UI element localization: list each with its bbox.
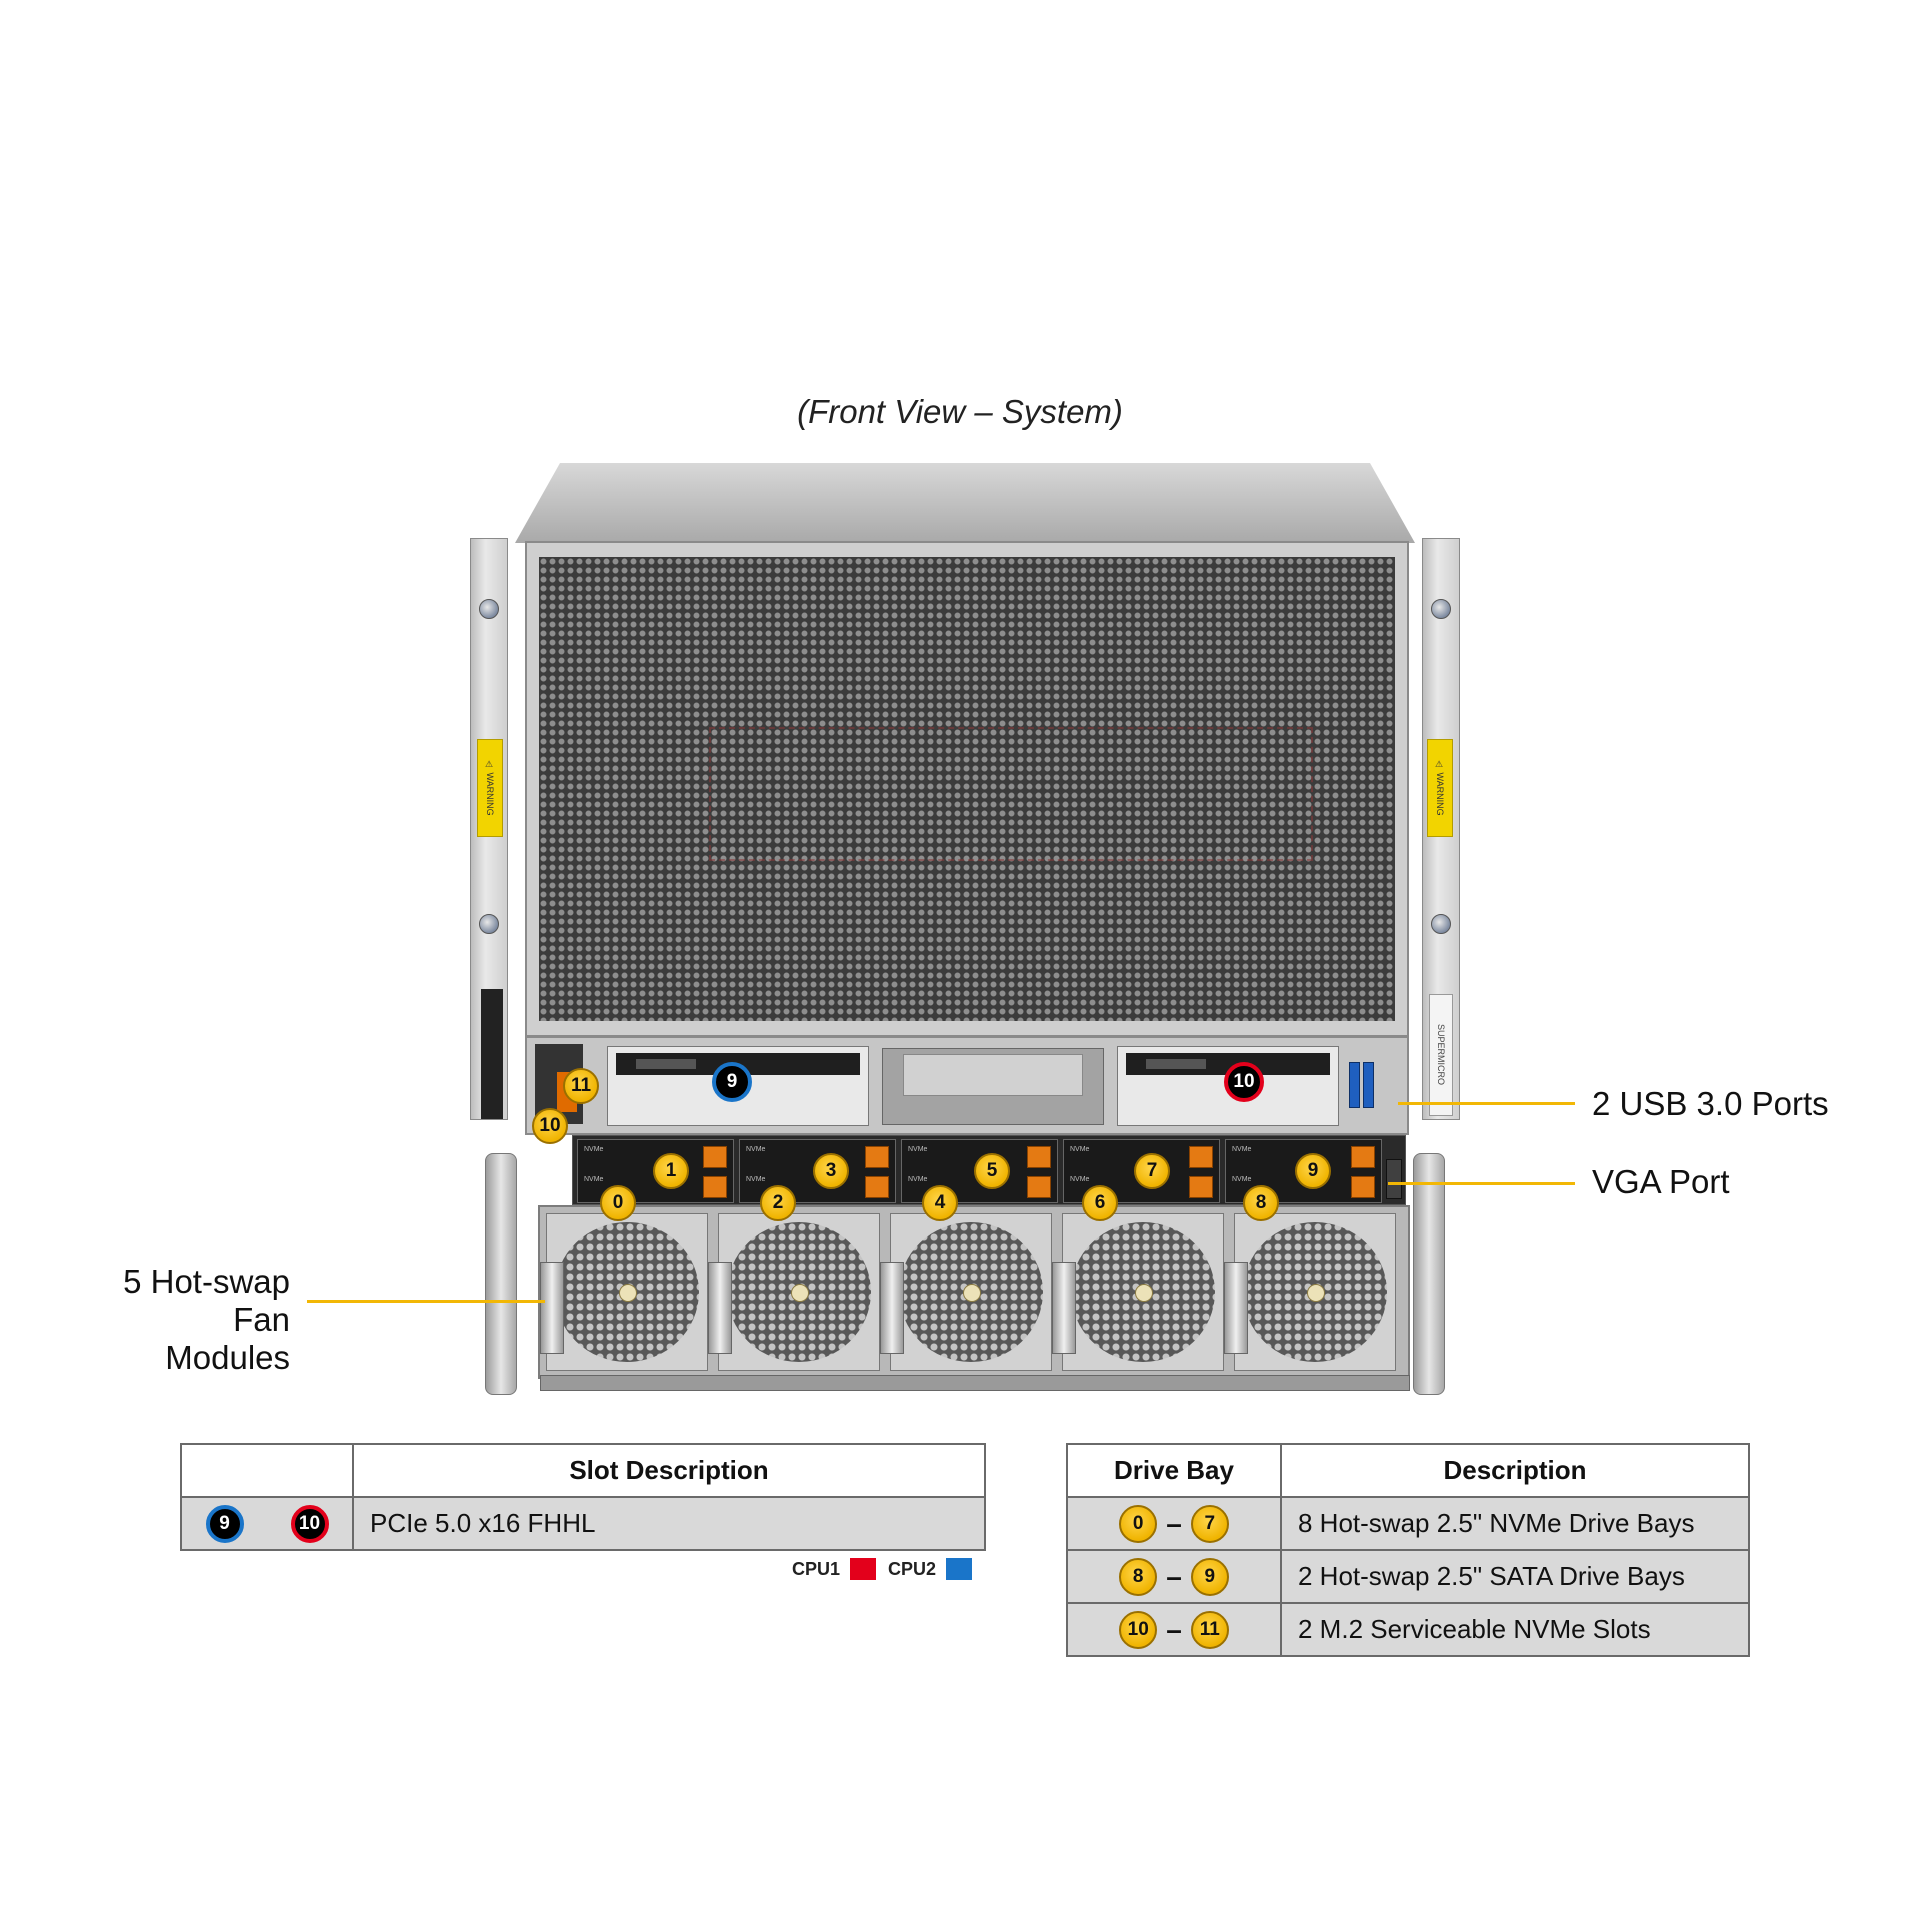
badge-slot-9: 9 (205, 1504, 244, 1543)
fan-handle (708, 1262, 732, 1354)
drive-bay-table: Drive Bay Description 0 – 7 8 Hot-swap 2… (1066, 1443, 1750, 1657)
badge-bay-to: 9 (1190, 1557, 1229, 1596)
table-row: 0 – 7 8 Hot-swap 2.5" NVMe Drive Bays (1066, 1496, 1750, 1551)
fan-callout-line (307, 1300, 545, 1303)
screw-icon (1431, 599, 1451, 619)
badge-pcie-9: 9 (712, 1062, 752, 1102)
badge-bay-to: 7 (1190, 1504, 1229, 1543)
left-handle (485, 1153, 517, 1395)
right-rack-ear: ⚠ WARNING SUPERMICRO (1422, 538, 1460, 1120)
vga-port (1386, 1159, 1402, 1199)
fan-handle (880, 1262, 904, 1354)
fan-module (890, 1213, 1052, 1371)
usb-ports (1345, 1060, 1379, 1108)
fan-handle (540, 1262, 564, 1354)
cpu-legend: CPU1 CPU2 (792, 1558, 973, 1580)
vga-callout-label: VGA Port (1592, 1163, 1730, 1200)
fan-callout-label: 5 Hot-swap Fan Modules (123, 1263, 290, 1376)
brand-label: SUPERMICRO (1429, 994, 1453, 1116)
fan-hub-icon (1135, 1284, 1153, 1302)
badge-m2-10: 10 (532, 1108, 568, 1144)
right-handle (1413, 1153, 1445, 1395)
slot-table-badge-header (180, 1443, 354, 1498)
fan-module-row (538, 1205, 1410, 1379)
drive-table-desc-header: Description (1280, 1443, 1750, 1498)
cpu1-swatch (850, 1558, 877, 1580)
table-row: 10 – 11 2 M.2 Serviceable NVMe Slots (1066, 1602, 1750, 1657)
view-title: (Front View – System) (797, 393, 1123, 430)
usb-callout-label: 2 USB 3.0 Ports (1592, 1085, 1829, 1122)
bottom-rail (540, 1375, 1410, 1391)
pcb-outline (709, 727, 1313, 861)
badge-drive-2: 2 (760, 1185, 796, 1221)
cpu2-swatch (946, 1558, 973, 1580)
badge-drive-9: 9 (1295, 1153, 1331, 1189)
left-dark-strip (481, 989, 503, 1119)
badge-drive-8: 8 (1243, 1185, 1279, 1221)
cpu1-label: CPU1 (792, 1558, 841, 1579)
screw-icon (1431, 914, 1451, 934)
warning-label: ⚠ WARNING (1427, 739, 1453, 837)
slot-description-table: Slot Description 9 10 PCIe 5.0 x16 FHHL (180, 1443, 986, 1551)
badge-drive-4: 4 (922, 1185, 958, 1221)
fan-module (718, 1213, 880, 1371)
badge-m2-11: 11 (563, 1068, 599, 1104)
badge-drive-6: 6 (1082, 1185, 1118, 1221)
fan-handle (1052, 1262, 1076, 1354)
front-grille-frame (525, 541, 1409, 1037)
usb-callout-line (1398, 1102, 1575, 1105)
badge-drive-5: 5 (974, 1153, 1010, 1189)
table-row: 8 – 9 2 Hot-swap 2.5" SATA Drive Bays (1066, 1549, 1750, 1604)
drive-table-bay-header: Drive Bay (1066, 1443, 1282, 1498)
slot-desc-cell: PCIe 5.0 x16 FHHL (352, 1496, 986, 1551)
fan-module (1062, 1213, 1224, 1371)
cpu2-label: CPU2 (888, 1558, 937, 1579)
badge-drive-7: 7 (1134, 1153, 1170, 1189)
fan-hub-icon (963, 1284, 981, 1302)
top-lid (515, 463, 1415, 543)
fan-module (546, 1213, 708, 1371)
drive-desc-cell: 2 Hot-swap 2.5" SATA Drive Bays (1280, 1549, 1750, 1604)
honeycomb-grille (539, 557, 1395, 1021)
fan-hub-icon (619, 1284, 637, 1302)
badge-bay-from: 8 (1119, 1557, 1158, 1596)
screw-icon (479, 914, 499, 934)
badge-drive-0: 0 (600, 1185, 636, 1221)
screw-icon (479, 599, 499, 619)
badge-bay-from: 0 (1119, 1504, 1158, 1543)
badge-slot-10: 10 (290, 1504, 329, 1543)
drive-desc-cell: 8 Hot-swap 2.5" NVMe Drive Bays (1280, 1496, 1750, 1551)
fan-hub-icon (1307, 1284, 1325, 1302)
badge-pcie-10: 10 (1224, 1062, 1264, 1102)
badge-drive-1: 1 (653, 1153, 689, 1189)
table-row: 9 10 PCIe 5.0 x16 FHHL (180, 1496, 986, 1551)
warning-label: ⚠ WARNING (477, 739, 503, 837)
badge-drive-3: 3 (813, 1153, 849, 1189)
usb-port (1349, 1062, 1360, 1108)
left-rack-ear: ⚠ WARNING (470, 538, 508, 1120)
drive-desc-cell: 2 M.2 Serviceable NVMe Slots (1280, 1602, 1750, 1657)
fan-hub-icon (791, 1284, 809, 1302)
io-panel (525, 1036, 1409, 1135)
badge-bay-to: 11 (1190, 1610, 1229, 1649)
fan-module (1234, 1213, 1396, 1371)
vga-callout-line (1388, 1182, 1575, 1185)
center-panel (882, 1048, 1104, 1125)
fan-handle (1224, 1262, 1248, 1354)
slot-table-desc-header: Slot Description (352, 1443, 986, 1498)
badge-bay-from: 10 (1119, 1610, 1158, 1649)
usb-port (1363, 1062, 1374, 1108)
